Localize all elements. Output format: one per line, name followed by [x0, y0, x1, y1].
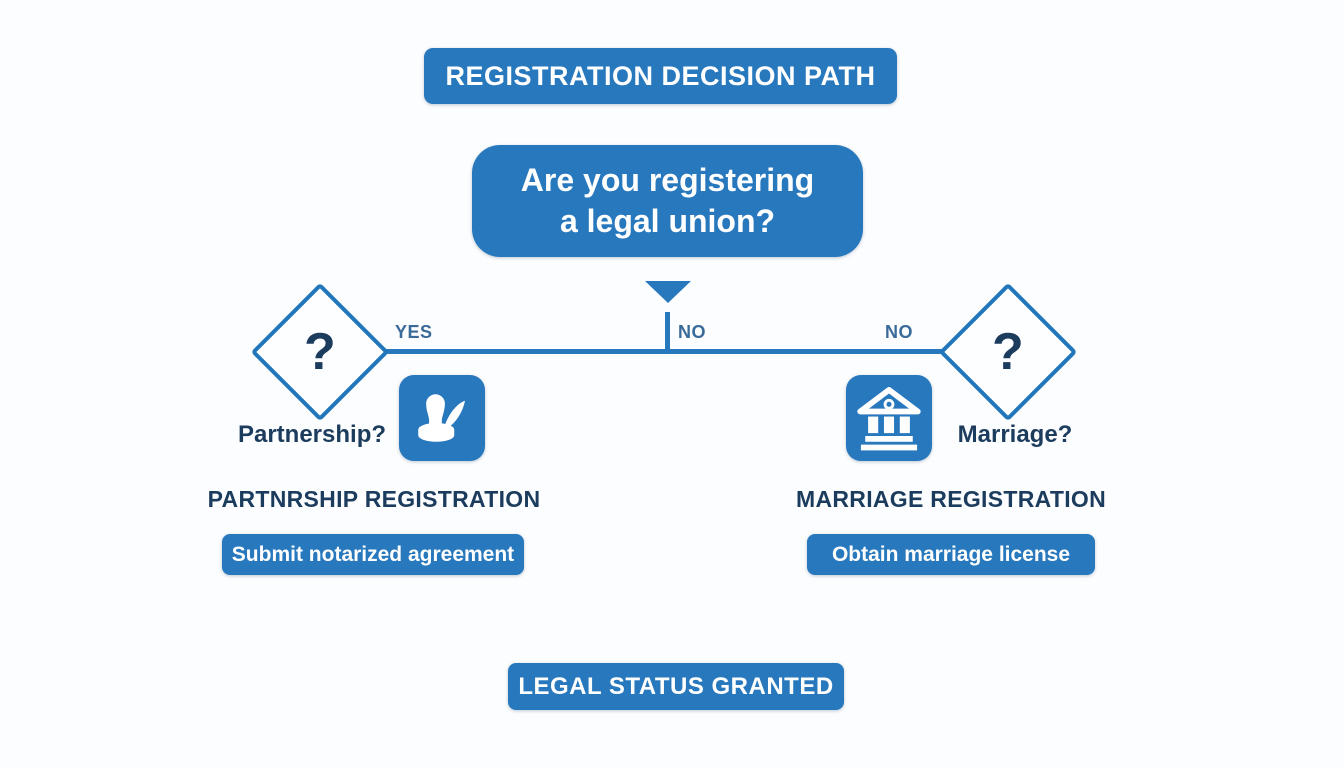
question-line-2: a legal union? [559, 203, 776, 239]
legal-status-granted-label: LEGAL STATUS GRANTED [518, 672, 834, 700]
marriage-caption: Marriage? [957, 421, 1073, 448]
obtain-marriage-license-button[interactable]: Obtain marriage license [807, 534, 1095, 575]
stamp-quill-icon [399, 375, 485, 461]
diagram-title: REGISTRATION DECISION PATH [445, 60, 876, 91]
horizontal-connector-line [384, 349, 945, 354]
obtain-marriage-license-label: Obtain marriage license [831, 542, 1071, 566]
submit-notarized-agreement-button[interactable]: Submit notarized agreement [222, 534, 524, 575]
yes-branch-label: YES [395, 322, 433, 342]
diagram-title-banner: REGISTRATION DECISION PATH [424, 48, 897, 104]
legal-status-granted-banner: LEGAL STATUS GRANTED [508, 663, 844, 710]
question-node: Are you registering a legal union? [472, 145, 863, 257]
arrow-down-icon [645, 281, 691, 303]
marriage-registration-title: MARRIAGE REGISTRATION [796, 486, 1106, 512]
question-mark-icon: ? [304, 322, 336, 381]
partnership-registration-title: PARTNRSHIP REGISTRATION [207, 486, 541, 512]
vertical-connector-line [665, 312, 670, 351]
bank-building-icon [846, 375, 932, 461]
partnership-caption: Partnership? [237, 421, 387, 448]
no-branch-label-center: NO [678, 322, 706, 342]
marriage-decision-diamond: ? [938, 282, 1078, 422]
question-line-1: Are you registering [520, 162, 815, 198]
partnership-decision-diamond: ? [250, 282, 390, 422]
submit-notarized-agreement-label: Submit notarized agreement [231, 542, 515, 566]
no-branch-label-right: NO [885, 322, 913, 342]
question-mark-icon: ? [992, 322, 1024, 381]
